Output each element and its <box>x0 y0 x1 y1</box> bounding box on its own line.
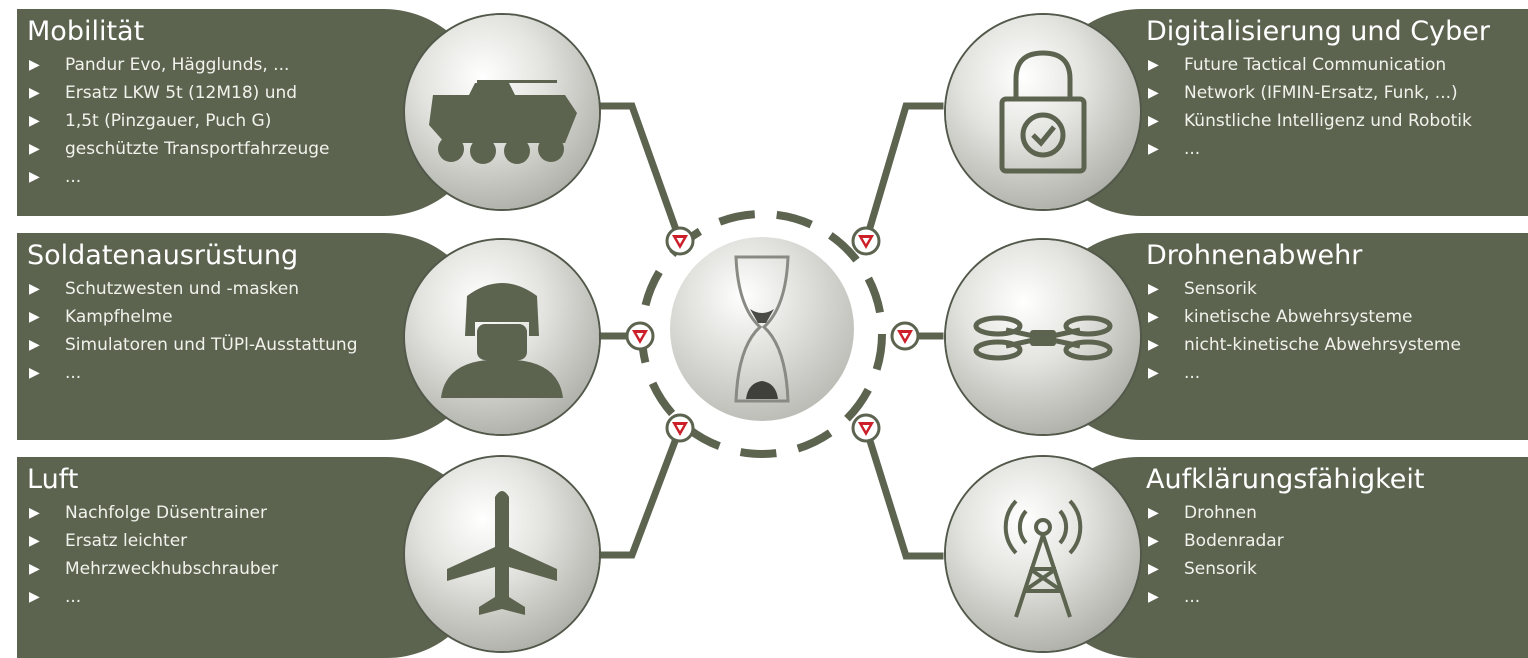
list-item: Ersatz leichter <box>27 527 487 555</box>
item-list: Future Tactical Communication Network (I… <box>1146 51 1528 163</box>
roundel-marker-icon <box>851 226 881 256</box>
list-item: Nachfolge Düsentrainer <box>27 499 487 527</box>
list-item: Sensorik <box>1146 275 1528 303</box>
icon-circle-soldaten <box>405 240 599 434</box>
item-list: Nachfolge Düsentrainer Ersatz leichter M… <box>27 499 487 611</box>
connector-aufklaerung <box>861 423 944 560</box>
icon-circle-luft <box>405 457 599 651</box>
panel-title: Drohnenabwehr <box>1146 240 1363 271</box>
item-list: Pandur Evo, Hägglunds, ... Ersatz LKW 5t… <box>27 51 487 191</box>
panel-title: Aufklärungsfähigkeit <box>1146 464 1425 495</box>
icon-circle-cyber <box>946 15 1140 209</box>
list-item: ... <box>1146 583 1528 611</box>
panel-title: Mobilität <box>27 16 145 47</box>
list-item: Simulatoren und TÜPl-Ausstattung <box>27 331 487 359</box>
list-item: Ersatz LKW 5t (12M18) und <box>27 79 487 107</box>
roundel-marker-icon <box>665 226 695 256</box>
connector-mobilitaet <box>598 102 685 246</box>
panel-digitalisierung-cyber: Digitalisierung und Cyber Future Tactica… <box>1038 9 1528 216</box>
list-item: ... <box>1146 359 1528 387</box>
padlock-check-icon <box>999 50 1087 174</box>
list-item: nicht-kinetische Abwehrsysteme <box>1146 331 1528 359</box>
roundel-marker-icon <box>851 413 881 443</box>
list-item: Schutzwesten und -masken <box>27 275 487 303</box>
connector-cyber <box>861 102 944 246</box>
hourglass-icon <box>734 255 790 403</box>
list-item: Kampfhelme <box>27 303 487 331</box>
list-item: ... <box>27 163 487 191</box>
list-item: Bodenradar <box>1146 527 1528 555</box>
roundel-marker-icon <box>890 321 920 351</box>
roundel-marker-icon <box>625 321 655 351</box>
item-list: Sensorik kinetische Abwehrsysteme nicht-… <box>1146 275 1528 387</box>
item-list: Schutzwesten und -masken Kampfhelme Simu… <box>27 275 487 387</box>
list-item: Künstliche Intelligenz und Robotik <box>1146 107 1528 135</box>
soldier-helmet-icon <box>441 283 563 398</box>
panel-title: Digitalisierung und Cyber <box>1146 16 1490 47</box>
icon-circle-aufklaerung <box>946 457 1140 651</box>
armored-vehicle-icon <box>429 80 577 164</box>
list-item: Network (IFMIN-Ersatz, Funk, ...) <box>1146 79 1528 107</box>
panel-title: Luft <box>27 464 79 495</box>
list-item: Pandur Evo, Hägglunds, ... <box>27 51 487 79</box>
center-circle <box>670 237 854 421</box>
list-item: Mehrzweckhubschrauber <box>27 555 487 583</box>
list-item: ... <box>27 359 487 387</box>
list-item: geschützte Transportfahrzeuge <box>27 135 487 163</box>
list-item: Sensorik <box>1146 555 1528 583</box>
list-item: kinetische Abwehrsysteme <box>1146 303 1528 331</box>
airplane-icon <box>447 491 557 615</box>
list-item: 1,5t (Pinzgauer, Puch G) <box>27 107 487 135</box>
list-item: ... <box>1146 135 1528 163</box>
icon-circle-drohnen <box>946 240 1140 434</box>
list-item: ... <box>27 583 487 611</box>
item-list: Drohnen Bodenradar Sensorik ... <box>1146 499 1528 611</box>
roundel-markers <box>625 226 920 443</box>
list-item: Drohnen <box>1146 499 1528 527</box>
list-item: Future Tactical Communication <box>1146 51 1528 79</box>
connector-luft <box>598 423 685 559</box>
roundel-marker-icon <box>665 413 695 443</box>
icon-circle-mobilitaet <box>405 15 599 209</box>
radio-tower-icon <box>1003 499 1083 618</box>
drone-icon <box>973 315 1113 361</box>
panel-title: Soldatenausrüstung <box>27 240 299 271</box>
